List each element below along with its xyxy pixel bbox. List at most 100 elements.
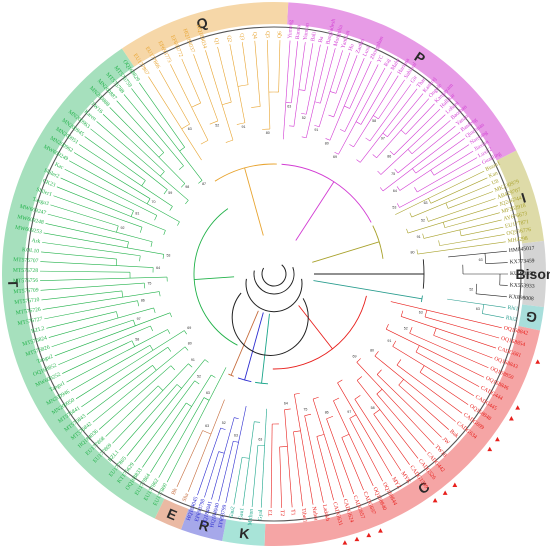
bootstrap-value: 58 xyxy=(371,406,375,410)
branch-c xyxy=(390,301,502,329)
bootstrap-value: 87 xyxy=(202,182,206,186)
clade-ring-k xyxy=(222,519,266,546)
node-arc-t xyxy=(153,307,156,313)
branch-t xyxy=(123,94,184,166)
leaf-label: Banna xyxy=(295,24,302,39)
branch-k xyxy=(260,408,267,508)
node-arc-t xyxy=(198,180,203,184)
node-arc-i xyxy=(438,240,440,246)
node-arc-t xyxy=(146,198,151,204)
branch-q xyxy=(217,46,232,103)
branch-i xyxy=(430,177,488,204)
clade-ring-r xyxy=(180,508,227,542)
node-arc-t xyxy=(184,346,189,351)
bootstrap-value: 98 xyxy=(185,185,189,189)
branch-c xyxy=(401,316,497,349)
node-arc-t xyxy=(150,325,154,332)
clade-label-t: T xyxy=(5,279,21,289)
branch-p xyxy=(293,42,306,127)
marker-triangle xyxy=(378,528,383,533)
branch-t xyxy=(42,242,141,257)
branch-t xyxy=(75,330,185,400)
node-arc-t xyxy=(169,312,172,318)
branch-c xyxy=(293,431,303,507)
branch-t xyxy=(45,223,129,243)
node-arc-c xyxy=(293,430,301,433)
branch-t xyxy=(102,114,165,172)
branch-p xyxy=(306,44,321,115)
branch-t xyxy=(69,160,180,223)
clade-ring-g xyxy=(518,304,544,331)
node-arc-t xyxy=(160,171,165,177)
node-arc-p xyxy=(328,114,334,118)
branch-p xyxy=(338,67,386,155)
node-arc-t xyxy=(116,225,119,233)
node-arc-c xyxy=(312,396,319,400)
node-arc-p xyxy=(407,149,413,154)
bootstrap-value: 80 xyxy=(266,131,270,135)
branch-i xyxy=(407,205,498,234)
bootstrap-value: 63 xyxy=(205,424,209,428)
branch-c xyxy=(304,415,324,503)
branch-p xyxy=(329,57,365,141)
node-arc-p xyxy=(379,187,384,192)
branch-t xyxy=(134,380,195,463)
node-arc-k xyxy=(254,421,261,423)
node-arc-t xyxy=(157,385,164,391)
branch-q xyxy=(254,40,261,107)
bootstrap-value: 86 xyxy=(387,154,391,158)
branch-t xyxy=(56,186,166,231)
clade-stem-e xyxy=(228,373,234,377)
node-arc-c xyxy=(373,409,381,415)
node-arc-i xyxy=(416,249,418,255)
bootstrap-value: 64 xyxy=(284,401,288,405)
bootstrap-value: 81 xyxy=(135,212,139,216)
leaf-label: BZL2 xyxy=(31,326,46,335)
bootstrap-value: 80 xyxy=(325,141,329,145)
branch-t xyxy=(46,311,117,329)
branch-t xyxy=(81,346,168,408)
node-arc-t xyxy=(121,290,124,298)
branch-i xyxy=(411,184,491,218)
node-arc-c xyxy=(376,389,383,395)
leaf-label: Thar xyxy=(416,77,427,89)
clade-label-bison: Bison xyxy=(516,266,550,282)
node-arc-t xyxy=(188,363,193,368)
branch-r xyxy=(204,451,219,498)
branch-t xyxy=(41,251,117,260)
marker-triangle xyxy=(515,405,521,410)
leaf-label: Buk xyxy=(448,429,459,440)
branch-p xyxy=(353,75,399,148)
marker-triangle xyxy=(342,540,348,545)
leaf-label: MT576726 xyxy=(15,307,41,317)
branch-t xyxy=(92,346,186,423)
leaf-label: Bh xyxy=(171,487,179,496)
branch-p xyxy=(433,150,474,176)
bootstrap-value: 52 xyxy=(469,287,473,291)
branch-t xyxy=(64,168,157,216)
branch-c xyxy=(270,423,273,508)
leaf-label: Tibet1 xyxy=(300,508,308,523)
leaf-label: Shiler1 xyxy=(35,187,52,198)
leaf-label: Mongolia xyxy=(333,24,345,47)
branch-t xyxy=(98,365,172,430)
branch-t xyxy=(109,107,186,184)
node-arc-t xyxy=(186,402,192,407)
bootstrap-value: 58 xyxy=(372,119,376,123)
node-arc-i xyxy=(445,202,449,209)
node-arc-r xyxy=(234,417,239,420)
leaf-label: T2 xyxy=(279,510,285,517)
bootstrap-value: 53 xyxy=(392,206,396,210)
branch-t xyxy=(54,312,171,357)
leaf-label: Yanbian xyxy=(340,30,351,50)
node-arc-c xyxy=(385,323,389,330)
branch-c xyxy=(419,372,469,405)
leaf-label: Gyal xyxy=(258,509,265,521)
node-arc-k xyxy=(242,456,250,459)
branch-c xyxy=(279,446,282,508)
branch-p xyxy=(387,93,424,137)
node-arc-i xyxy=(442,222,446,228)
branch-e xyxy=(187,399,225,492)
branch-i xyxy=(417,241,506,255)
bootstrap-value: 75 xyxy=(303,407,307,411)
